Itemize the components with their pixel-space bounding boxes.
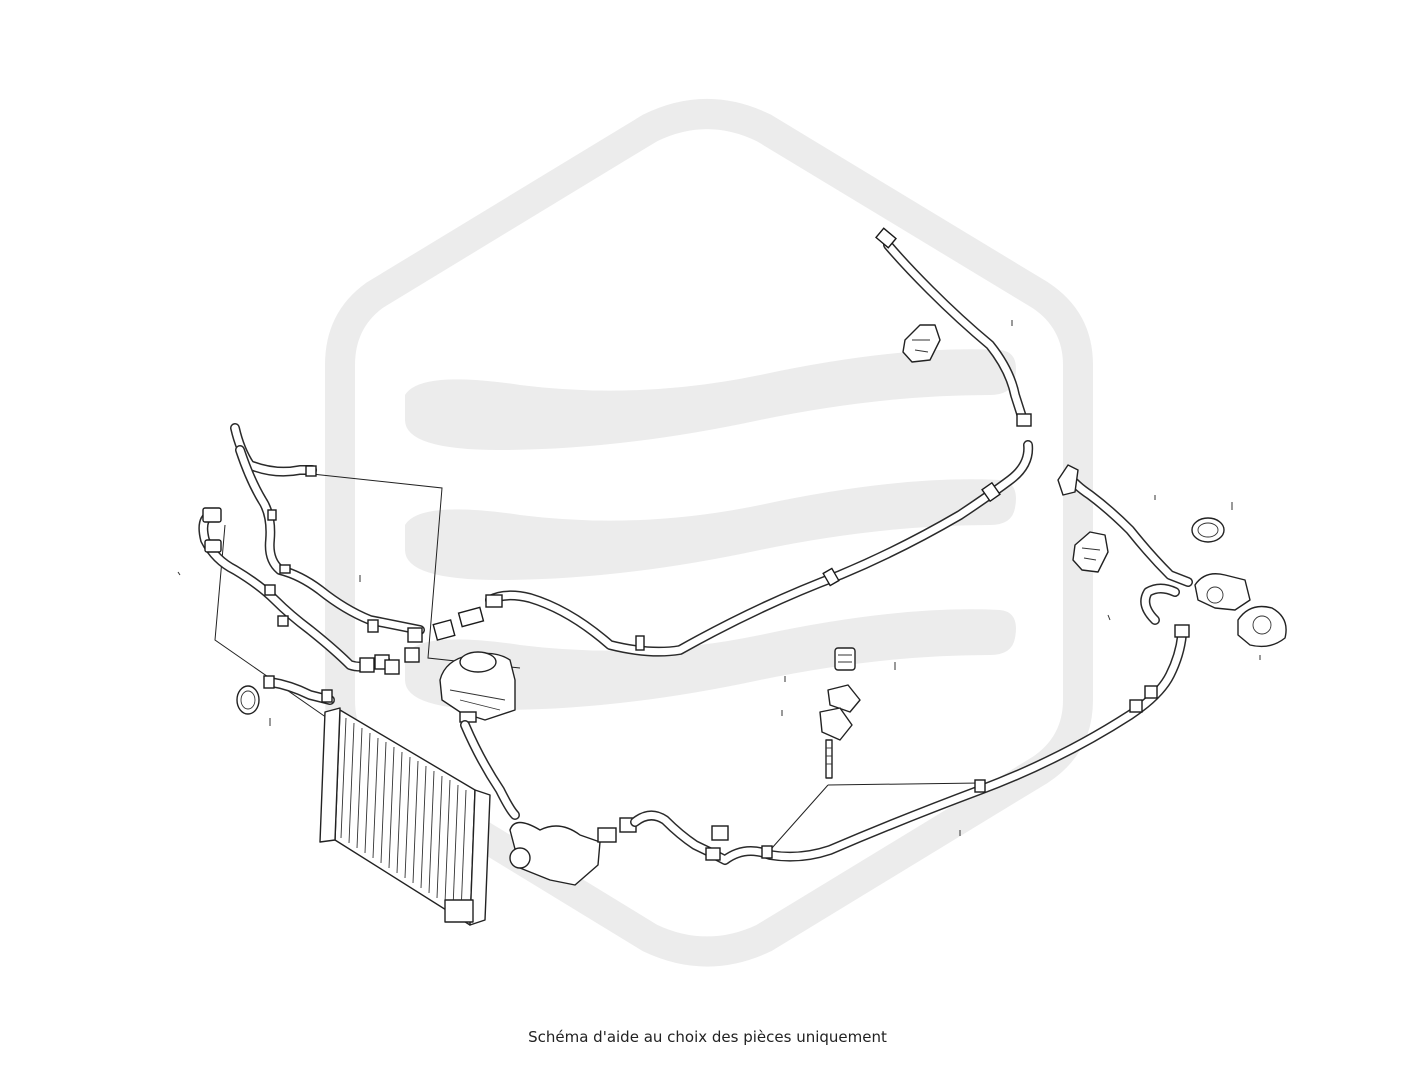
hexagon-wave-logo-icon [325, 99, 1093, 967]
radiator [319, 707, 491, 926]
middle-small-parts [819, 647, 861, 779]
upper-hose-assembly [875, 227, 1032, 427]
main-hose-bottom [630, 624, 1190, 865]
right-hose-assembly [1057, 464, 1193, 625]
scattered-marks [177, 320, 1261, 836]
thermostat-housing-top [902, 324, 941, 363]
thermostat-housing-right [1072, 531, 1109, 573]
diagram-caption: Schéma d'aide au choix des pièces unique… [528, 1028, 887, 1046]
lower-hose-tank-to-pump [460, 720, 637, 886]
expansion-tank [439, 651, 516, 723]
water-pump [1191, 517, 1287, 648]
main-hose-top [432, 440, 1034, 657]
small-hose-lower-left [236, 675, 335, 715]
left-hose-assembly [198, 423, 425, 675]
